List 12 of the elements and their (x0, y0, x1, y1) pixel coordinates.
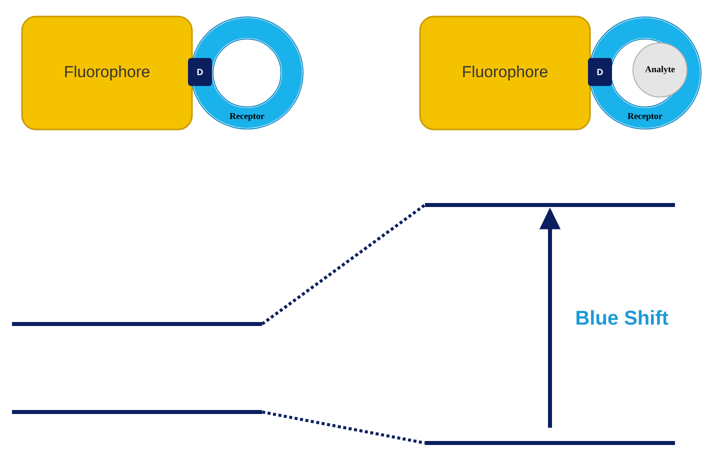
donor-tab: D (588, 58, 612, 86)
energy-level (12, 410, 262, 414)
dotted-connector (261, 204, 426, 326)
fluorophore-box: Fluorophore (419, 16, 591, 130)
dotted-connector (262, 410, 426, 444)
analyte-sphere: Analyte (632, 42, 688, 98)
energy-level (425, 441, 675, 445)
fluorophore-box: Fluorophore (21, 16, 193, 130)
edge-label: Blue Shift (576, 310, 668, 325)
donor-tab: D (188, 58, 212, 86)
energy-level (425, 203, 675, 207)
energy-level (12, 322, 262, 326)
